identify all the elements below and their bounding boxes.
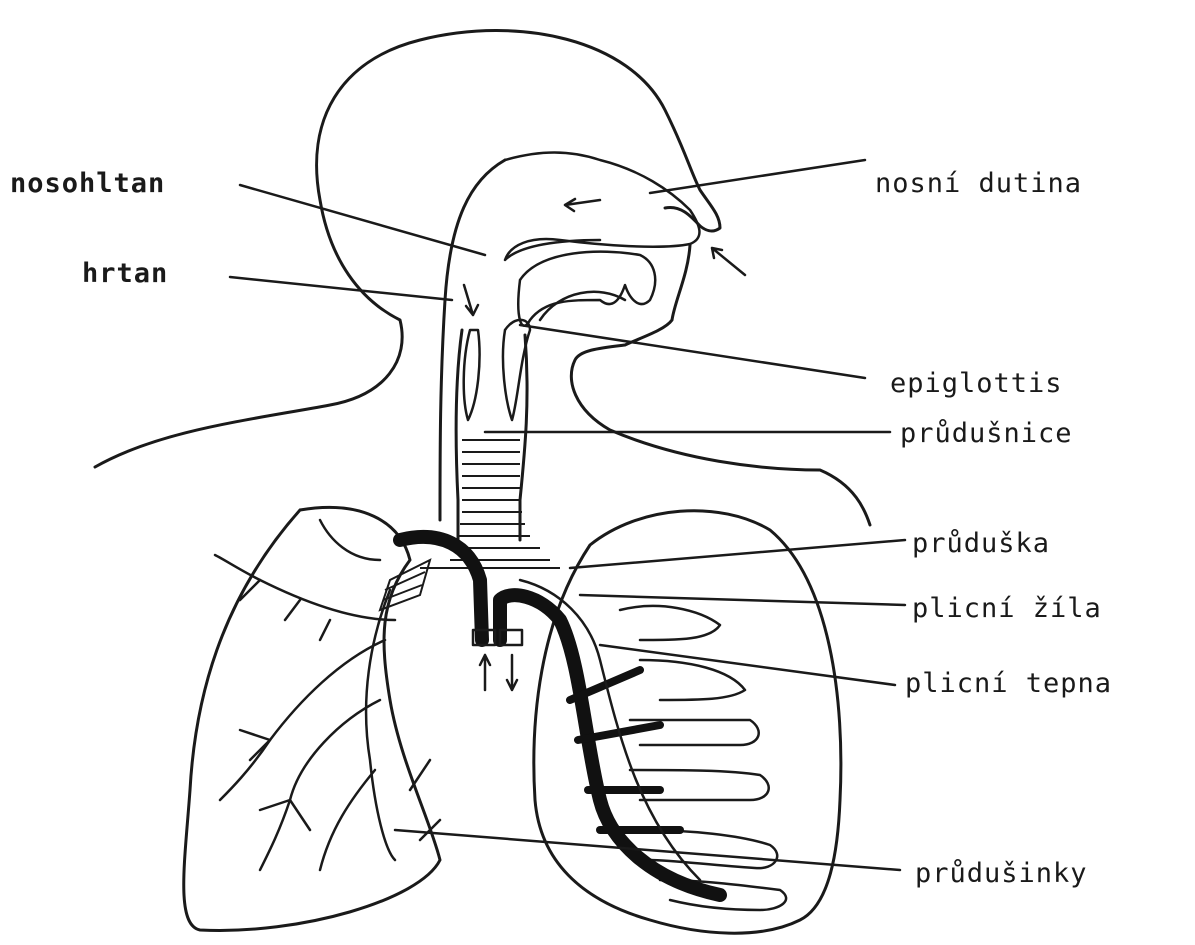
trachea-outline (456, 330, 527, 540)
larynx-cartilage (464, 330, 480, 420)
leader-pulmonary-artery (600, 645, 895, 685)
label-nasopharynx: nosohltan (10, 168, 165, 200)
tongue-outline (540, 292, 625, 320)
airflow-arrow-larynx (464, 285, 478, 315)
label-trachea: průdušnice (900, 418, 1073, 450)
label-larynx: hrtan (82, 258, 168, 290)
neck-outline (440, 160, 505, 520)
leader-larynx (230, 277, 452, 300)
label-bronchus: průduška (912, 528, 1050, 560)
palate-outline (518, 252, 655, 326)
left-lung-outline (184, 507, 440, 930)
airflow-arrow-nose (712, 248, 745, 275)
leader-bronchus (570, 540, 905, 568)
label-pulmonary-vein: plicní žíla (912, 593, 1102, 625)
leader-nasal-cavity (650, 160, 865, 193)
airflow-arrow-cavity (565, 199, 600, 211)
label-bronchioles: průdušinky (915, 858, 1088, 890)
label-pulmonary-artery: plicní tepna (905, 668, 1112, 700)
blood-arrow-down (507, 655, 517, 690)
label-epiglottis: epiglottis (890, 368, 1063, 400)
leader-nasopharynx (240, 185, 485, 255)
leader-pulmonary-vein (580, 595, 905, 605)
head-outline (95, 31, 720, 467)
label-nasal-cavity: nosní dutina (875, 168, 1082, 200)
blood-arrow-up (480, 655, 490, 690)
